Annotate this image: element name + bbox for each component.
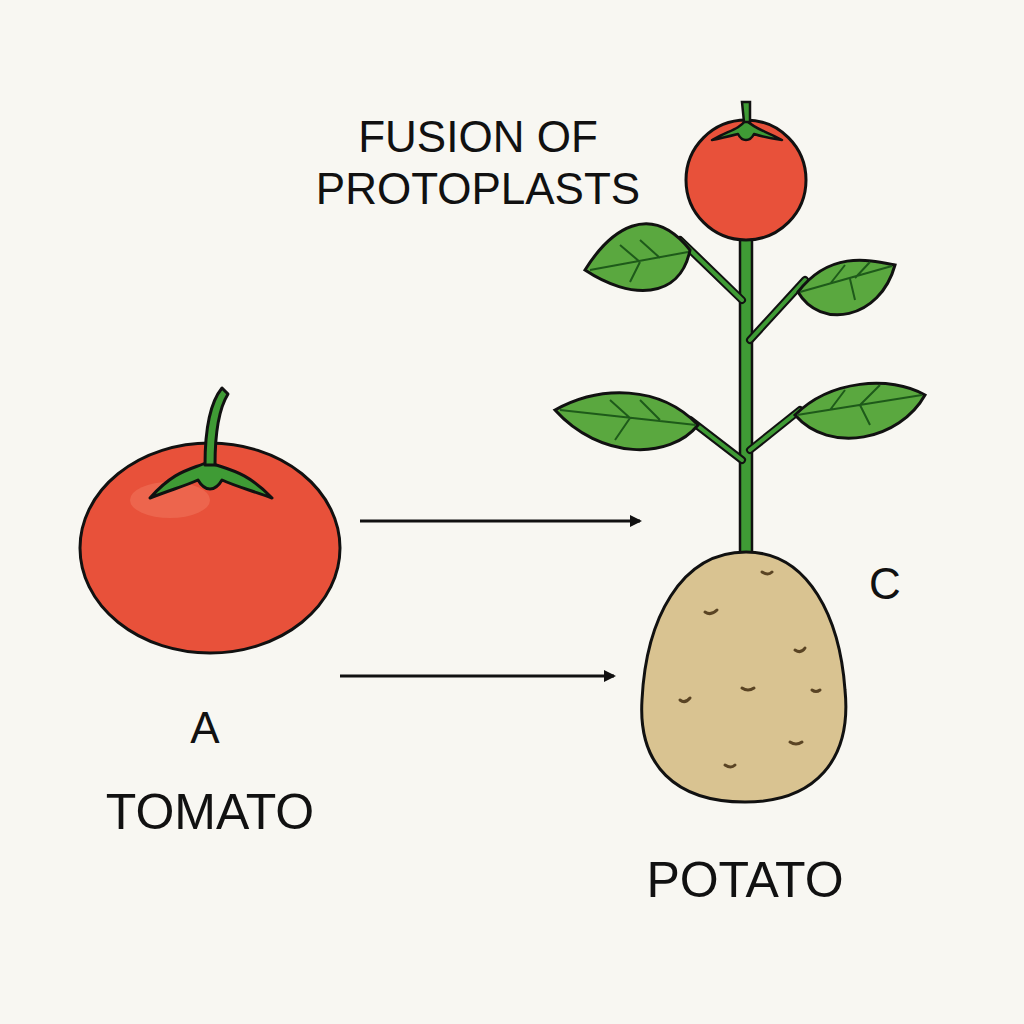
part-label: C — [850, 558, 920, 610]
plant-label: POTATO — [595, 851, 895, 910]
arrow — [340, 675, 614, 678]
plant-label: TOMATO — [60, 783, 360, 842]
diagram-title: FUSION OF PROTOPLASTS — [283, 111, 673, 215]
tomato-illustration — [80, 388, 340, 653]
arrow — [360, 520, 640, 523]
part-label: A — [170, 702, 240, 754]
